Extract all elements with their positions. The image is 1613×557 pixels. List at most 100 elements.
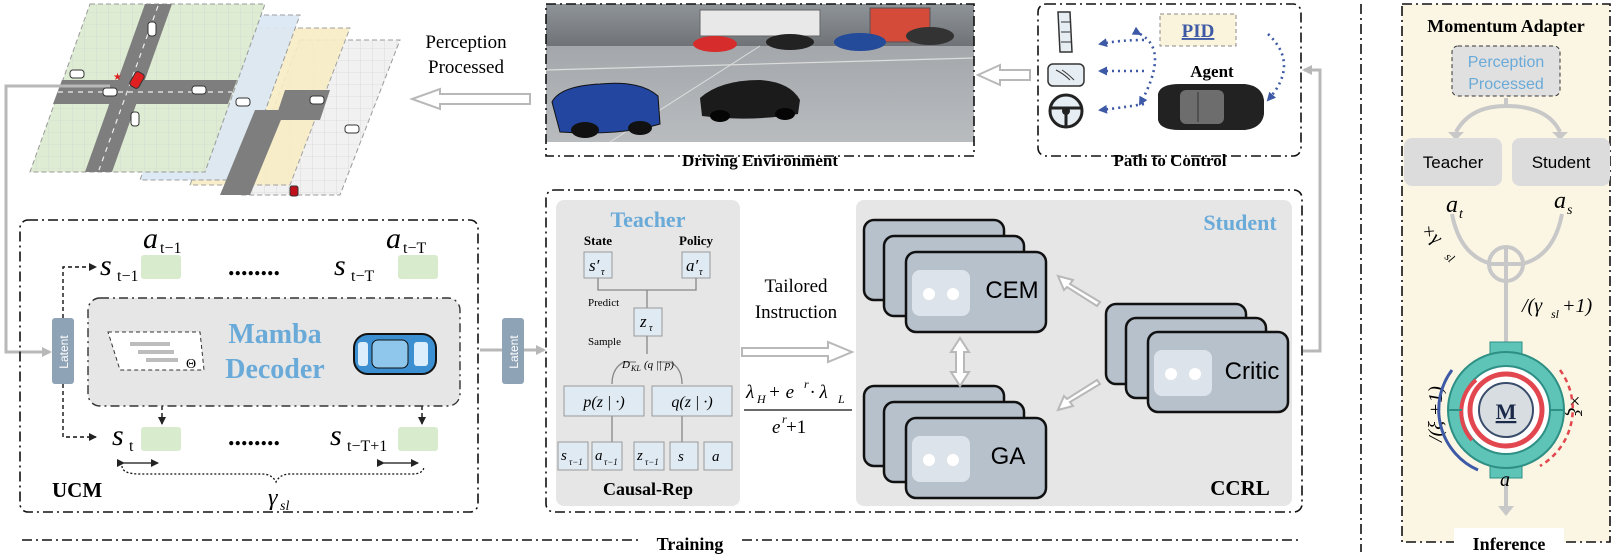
inf-div-gamma-tail: +1) [1562,295,1592,317]
env-frame [545,3,975,157]
formula-den-r: r [782,412,787,426]
sum-circle-icon [1487,245,1525,283]
ucm-top-right-s-sub: t−T [351,268,374,285]
kl-sub: KL [630,364,641,373]
mamba-decoder-panel [87,297,461,407]
car-topdown-icon [1158,84,1264,130]
pid-box [1159,13,1237,47]
kl-label: D [621,359,630,371]
formula-num-mid: + e [768,382,794,403]
teacher-tree-lines [597,278,697,442]
ucm-dots-top: ........ [228,252,280,281]
predict-label: Predict [588,297,619,309]
a-prime-label: a′ [686,256,699,275]
pid-label: PID [1182,21,1215,42]
training-latent-box [502,318,524,384]
robot-icon [912,270,970,316]
s-prime-label: s′ [589,256,600,275]
student-title: Student [1203,210,1277,235]
p-node-box [563,385,645,417]
teacher-title: Teacher [611,207,686,232]
formula-den: e [772,417,780,438]
bev-map-icon: ★ [29,3,401,197]
tailored-arrow [741,340,855,364]
inf-m-label: M [1496,399,1517,424]
control-dotted-arrows [1098,26,1286,114]
robot-icon-ga [912,436,970,482]
training-label-bg [640,530,740,552]
inf-arrowhead-left [1448,132,1464,140]
blue-car-icon [353,333,437,375]
gamma-bracket [117,459,425,484]
inference-label: Inference [1473,534,1546,554]
ucm-frame [19,219,479,513]
p-node-label: p(z | ·) [582,394,624,411]
ucm-top-right-a-sub: t−T [403,240,426,257]
ucm-slots [141,255,438,451]
ucm-top-left-a-sub: t−1 [160,240,181,257]
inf-a-t-sub: t [1459,207,1464,222]
momentum-dial-icon [1437,341,1574,479]
svg-text:★: ★ [113,72,122,83]
ucm-bot-right-s-sub: t−T+1 [347,438,387,455]
z-tau-sub: τ [649,323,653,334]
driving-scene-icon [545,4,975,143]
bev-to-ucm-line [4,84,110,357]
ucm-top-left-s: s [100,249,112,282]
teacher-input-0: s [561,448,567,464]
teacher-input-3: s⃗ [678,449,696,465]
env-label: Driving Environment [682,151,838,170]
policy-label: Policy [679,233,713,248]
ucm-latent-label: Latent [57,335,71,369]
inf-teacher-box [1404,138,1502,186]
inf-div-gamma: /(γ [1521,295,1543,317]
ucm-top-right-a: a [386,222,401,255]
ga-label: GA [991,443,1026,470]
inf-teacher-label: Teacher [1423,153,1484,172]
inf-times-xi: ×ξ [1563,394,1585,416]
inf-a-s: a [1554,188,1566,214]
perception-label-line2: Processed [428,57,504,78]
control-to-env-arrow [975,63,1031,87]
inf-split-arrows [1450,98,1564,508]
s-prime-sub: τ [601,267,605,278]
ucm-bot-left-s-sub: t [129,438,134,455]
teacher-input-1: a [595,448,603,464]
kl-arg: (q || p) [644,359,674,371]
gamma-sub: sl [280,499,289,514]
gear-icon [1047,63,1085,87]
ucm-bot-right-s: s [330,419,342,452]
formula-num-l: L [837,392,845,406]
teacher-input-0-sub: τ−1 [569,457,583,467]
decoder-label: Decoder [225,354,325,385]
inf-student-box [1512,138,1610,186]
ucm-top-right-s: s [334,249,346,282]
teacher-input-2-sub: τ−1 [645,457,659,467]
ucm-dots-bottom: ........ [228,422,280,451]
feedback-line [1302,65,1322,353]
cem-label: CEM [985,277,1038,304]
lambda-formula: λ H + e r · λ L e r +1 [744,377,852,438]
z-tau-label: z [639,312,647,331]
a-prime-sub: τ [699,267,703,278]
ccrl-frame [545,189,1303,513]
inf-arrowhead-right [1552,132,1568,140]
inf-div-gamma-sub: sl [1551,307,1560,321]
ucm-bot-left-s: s [112,419,124,452]
z-tau-box [633,307,663,337]
critic-label: Critic [1225,358,1280,385]
mamba-layers-icon [107,331,205,371]
agent-label: Agent [1190,62,1234,81]
ucm-top-left-a: a [143,222,158,255]
formula-num-r: r [804,377,809,391]
formula-num-dot: · λ [810,382,828,403]
inference-title: Momentum Adapter [1427,16,1584,36]
training-latent-label: Latent [507,335,521,369]
teacher-input-1-sub: τ−1 [604,457,618,467]
ucm-label: UCM [52,478,102,502]
teacher-inputs [557,441,733,471]
ccrl-label: CCRL [1210,476,1270,500]
formula-den-tail: +1 [786,417,806,438]
sample-label: Sample [588,336,621,348]
